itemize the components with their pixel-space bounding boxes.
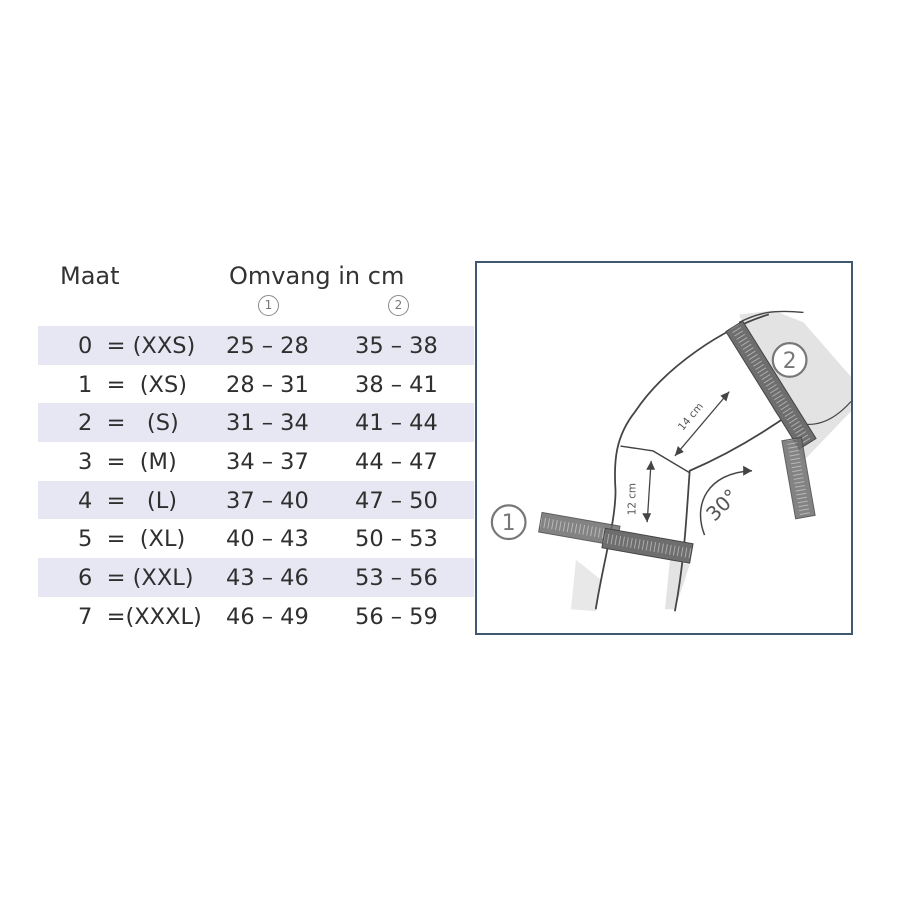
range2-cell: 41 – 44 — [355, 410, 438, 437]
table-row: 3 = (M) 34 – 37 44 – 47 — [38, 442, 474, 481]
range1-cell: 43 – 46 — [226, 565, 309, 592]
upper-measuring-tape — [725, 320, 817, 450]
table-row: 2 = (S) 31 – 34 41 – 44 — [38, 403, 474, 443]
size-cell: 3 = (M) — [78, 449, 177, 476]
marker-1-label: 1 — [502, 511, 516, 536]
marker-2-icon — [771, 342, 808, 378]
range1-cell: 37 – 40 — [226, 487, 309, 514]
range2-cell: 53 – 56 — [355, 565, 438, 592]
range1-cell: 46 – 49 — [226, 603, 309, 630]
table-row: 7 =(XXXL) 46 – 49 56 – 59 — [38, 597, 474, 636]
size-cell: 1 = (XS) — [78, 371, 188, 398]
table-row: 6 = (XXL) 43 – 46 53 – 56 — [38, 558, 474, 597]
column-marker-2-icon: 2 — [388, 295, 409, 316]
upper-distance-arrow — [674, 391, 730, 457]
column-marker-1-icon: 1 — [258, 295, 279, 316]
range2-cell: 44 – 47 — [355, 449, 438, 476]
size-cell: 5 = (XL) — [78, 526, 186, 553]
arrow-head-icon — [642, 513, 652, 523]
lower-distance-label: 12 cm — [626, 483, 638, 515]
thigh-shadow — [739, 310, 851, 461]
marker-1-icon — [490, 504, 527, 541]
upper-distance-label: 14 cm — [676, 401, 706, 433]
size-cell: 2 = (S) — [78, 410, 179, 437]
range2-cell: 50 – 53 — [355, 526, 438, 553]
angle-arc — [699, 470, 753, 536]
size-cell: 7 =(XXXL) — [78, 603, 202, 630]
range2-cell: 56 – 59 — [355, 603, 438, 630]
range1-cell: 28 – 31 — [226, 371, 309, 398]
thigh-top-outline — [738, 310, 804, 323]
size-column-header: Maat — [60, 262, 120, 290]
range1-cell: 34 – 37 — [226, 449, 309, 476]
size-table: 0 = (XXS) 25 – 28 35 – 38 1 = (XS) 28 – … — [38, 326, 474, 636]
marker-2-label: 2 — [783, 349, 797, 374]
range1-cell: 25 – 28 — [226, 333, 309, 359]
knee-measurement-diagram: 14 cm 12 cm 30° 2 1 — [475, 261, 853, 635]
table-row: 5 = (XL) 40 – 43 50 – 53 — [38, 519, 474, 558]
lower-distance-arrow — [646, 460, 652, 523]
arrow-head-icon — [743, 465, 753, 476]
range2-cell: 35 – 38 — [355, 333, 438, 359]
knee-illustration: 14 cm 12 cm 30° 2 1 — [490, 310, 851, 612]
range2-cell: 38 – 41 — [355, 371, 438, 398]
kneecap-outline — [620, 445, 691, 474]
arrow-head-icon — [646, 460, 656, 470]
range1-cell: 31 – 34 — [226, 410, 309, 437]
size-cell: 0 = (XXS) — [78, 333, 196, 359]
lower-measuring-tape — [601, 527, 694, 564]
calf-shadow — [571, 559, 601, 612]
range2-cell: 47 – 50 — [355, 487, 438, 514]
size-cell: 6 = (XXL) — [78, 565, 194, 592]
arrow-head-icon — [674, 446, 684, 456]
calf-shadow-right — [664, 559, 690, 610]
leg-outline-back — [674, 410, 795, 612]
table-row: 0 = (XXS) 25 – 28 35 – 38 — [38, 326, 474, 365]
range1-cell: 40 – 43 — [226, 526, 309, 553]
circumference-header: Omvang in cm — [229, 262, 405, 290]
table-row: 1 = (XS) 28 – 31 38 – 41 — [38, 365, 474, 404]
arrow-head-icon — [720, 391, 730, 402]
size-cell: 4 = (L) — [78, 487, 178, 514]
table-row: 4 = (L) 37 – 40 47 – 50 — [38, 480, 474, 520]
upper-measuring-tape-back — [781, 436, 816, 520]
